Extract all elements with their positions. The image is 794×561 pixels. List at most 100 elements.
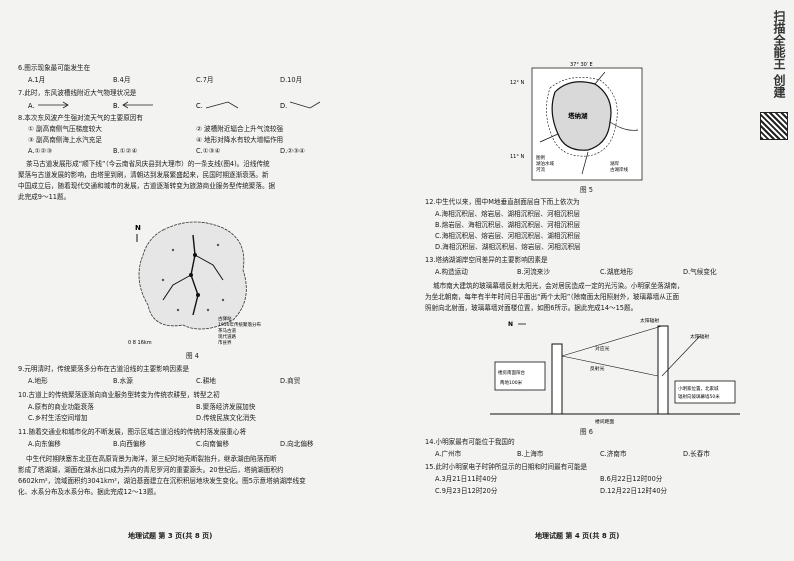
figure-6-diagram: N 楼房南面阳台 两地100米 太阳辐射 对应光 反射光 太阳辐射 小明家位置，… <box>490 317 740 425</box>
q13-opt-d: D.气候变化 <box>683 268 717 276</box>
fig6-left-bldg-label: 楼房南面阳台 <box>498 369 525 376</box>
fig5-caption: 图 5 <box>580 186 593 194</box>
q8-item-4: ④ 地形对降水有较大增幅作用 <box>196 136 284 144</box>
q11-opt-b: B.向西偏移 <box>113 440 146 448</box>
q9-opt-b: B.水源 <box>113 377 133 385</box>
fig5-legend: 图例 湖泊水域 河流 湖岸 古湖岸线 <box>536 154 628 173</box>
svg-text:1950年传统聚落分布: 1950年传统聚落分布 <box>218 321 261 328</box>
fig4-legend: 古驿站 1950年传统聚落分布 茶马古道 现代道路 市县界 <box>218 315 261 346</box>
q14-opt-d: D.长春市 <box>683 450 710 458</box>
q14-opt-c: C.济南市 <box>600 450 627 458</box>
svg-text:B.: B. <box>113 102 120 110</box>
q10-opt-d: D.传统民族文化消失 <box>196 414 256 422</box>
svg-text:湖泊水域: 湖泊水域 <box>536 160 554 167</box>
left-page-footer: 地理试题 第 3 页(共 8 页) <box>128 532 213 540</box>
svg-text:茶马古道: 茶马古道 <box>218 327 236 334</box>
q12-opt-b: B.熔岩层、海相沉积层、湖相沉积层、河相沉积层 <box>435 221 581 229</box>
q7-options-figure: A. B. C. D. <box>28 101 321 110</box>
svg-text:河流: 河流 <box>536 166 545 173</box>
q12-stem: 12.中生代以来，图中M地垂直剖面层自下而上依次为 <box>425 198 580 206</box>
passage2-line-2: 影成了塔湖湖，湖面在湖水出口成为弄内的青尼罗河的重要源头。20世纪后，塔纳湖面积… <box>18 466 284 474</box>
passage1-line-2: 聚落与古道发展的影响，由塔里到刷，清朝达到发展繁盛起来，民国时期逐渐衰落。新 <box>18 171 269 179</box>
q6-stem: 6.图示现象最可能发生在 <box>18 64 91 72</box>
passage1-line-4: 此完成9～11题。 <box>18 193 71 201</box>
fig6-caption: 图 6 <box>580 428 593 436</box>
fig4-north: N <box>135 224 141 232</box>
svg-text:湖岸: 湖岸 <box>610 160 619 167</box>
right-page-footer: 地理试题 第 4 页(共 8 页) <box>535 532 620 540</box>
q11-opt-a: A.向东偏移 <box>28 440 61 448</box>
q6-opt-a: A.1月 <box>28 76 46 84</box>
q8-item-2: ② 波槽附近辐合上升气流较强 <box>196 125 284 133</box>
fig6-dir: N <box>508 321 513 328</box>
figure-5-map: 12° N 11° N 37° 30′ E 塔纳湖 图例 湖泊水域 河流 湖岸 … <box>510 62 643 181</box>
q8-item-3: ③ 副高南侧海上水汽充足 <box>28 136 102 144</box>
q13-opt-c: C.湖底地形 <box>600 268 634 276</box>
fig5-lat-bottom: 11° N <box>510 154 524 160</box>
svg-text:古湖岸线: 古湖岸线 <box>610 166 628 173</box>
q10-opt-a: A.原有的商业功能衰落 <box>28 403 94 411</box>
fig6-info: 小明家位置，北家城 <box>678 385 719 392</box>
q14-stem: 14.小明家最有可能位于我国的 <box>425 438 515 446</box>
q9-stem: 9.元明清时，传统聚落多分布在古道沿线的主要影响因素是 <box>18 365 190 373</box>
q6-opt-c: C.7月 <box>196 76 214 84</box>
svg-text:古驿站: 古驿站 <box>218 315 232 322</box>
q15-opt-c: C.9月23日12时20分 <box>435 487 498 495</box>
fig6-ground: 楼间距面 <box>595 418 614 425</box>
fig5-lat-top: 12° N <box>510 80 524 86</box>
passage1-line-3: 中国成立后，随着现代交通和城市的发展，古道逐渐转变为旅游商业服务型传统聚落。据 <box>18 182 276 190</box>
left-page: 6.图示现象最可能发生在 A.1月 B.4月 C.7月 D.10月 7.此时，东… <box>18 0 388 561</box>
fig6-ray3: 太阳辐射 <box>690 333 709 340</box>
passage3-line-1: 城市南大建筑的玻璃幕墙反射太阳光，会对居民造成一定的光污染。小明家坐落湖南， <box>433 282 684 290</box>
svg-text:A.: A. <box>28 102 35 110</box>
q12-opt-a: A.海相沉积层、熔岩层、湖相沉积层、河相沉积层 <box>435 210 580 218</box>
svg-text:市县界: 市县界 <box>218 339 232 346</box>
q6-opt-b: B.4月 <box>113 76 131 84</box>
passage1-line-1: 茶马古道发展形成“顺下线”（今云南省凤庆县到大理市）的一条支线(图4)。沿线传统 <box>26 160 270 168</box>
passage2-line-1: 中生代时期陕塞东北亚在高原背景为海洋，第三纪时地壳断裂抬升，继承湖由陷落而断 <box>26 455 277 463</box>
svg-text:现代道路: 现代道路 <box>218 333 236 340</box>
qr-code-icon <box>760 112 788 140</box>
fig5-lon: 37° 30′ E <box>570 62 593 68</box>
svg-text:两地100米: 两地100米 <box>500 379 523 386</box>
q15-stem: 15.此时小明家电子时钟所显示的日期和时间最有可能是 <box>425 463 588 471</box>
q13-opt-b: B.河流来沙 <box>517 268 550 276</box>
q8-opt-a: A.①②③ <box>28 147 53 155</box>
q9-opt-a: A.地形 <box>28 377 48 385</box>
q10-opt-b: B.聚落经济发展加快 <box>196 403 256 411</box>
fig6-ray2: 反射光 <box>590 365 605 372</box>
q15-opt-d: D.12月22日12时40分 <box>600 487 668 495</box>
q12-opt-d: D.海相沉积层、湖相沉积层、熔岩层、河相沉积层 <box>435 243 581 251</box>
fig6-sun: 太阳辐射 <box>640 317 659 324</box>
q8-stem: 8.本次东风波产生强对流天气的主要原因有 <box>18 114 143 122</box>
q6-opt-d: D.10月 <box>280 76 303 84</box>
passage2-line-3: 6602km²，流域面积约3041km²，湖泊基面建立在沉积积层地块发生变化。图… <box>18 477 306 485</box>
q14-opt-b: B.上海市 <box>517 450 544 458</box>
svg-text:C.: C. <box>196 102 203 110</box>
q11-opt-d: D.向北偏移 <box>280 440 314 448</box>
q11-stem: 11.随着交通业和城市化的不断发展，图示区域古道沿线的传统村落发展重心将 <box>18 428 247 436</box>
q11-opt-c: C.向南偏移 <box>196 440 230 448</box>
q15-opt-b: B.6月22日12时00分 <box>600 475 663 483</box>
q8-opt-b: B.①②④ <box>113 147 138 155</box>
q8-item-1: ① 副高南侧气压梯度较大 <box>28 125 102 133</box>
passage2-line-4: 化、水系分布及水系分布。据此完成12～13题。 <box>18 488 161 496</box>
q13-opt-a: A.构造运动 <box>435 268 468 276</box>
passage3-line-2: 为坐北朝南，每年有半年时间日平面出“两个太阳”（除南面太阳照射外，玻璃幕墙从正面 <box>425 293 680 301</box>
svg-text:辐射向玻璃幕墙50米: 辐射向玻璃幕墙50米 <box>678 393 720 400</box>
q8-opt-d: D.②③④ <box>280 147 305 155</box>
fig6-home-building <box>657 325 669 415</box>
q13-stem: 13.塔纳湖湖岸空间差异的主要影响因素是 <box>425 256 548 264</box>
figure-4-map: N 0 8 16km 古驿站 1950年传统聚落分布 茶马古道 现代道路 市县界 <box>128 221 261 346</box>
q8-opt-c: C.①③④ <box>196 147 221 155</box>
fig6-glass-wall <box>551 343 563 415</box>
svg-text:D.: D. <box>280 102 287 110</box>
q12-opt-c: C.海相沉积层、熔岩层、河相沉积层、湖相沉积层 <box>435 232 581 240</box>
fig5-lake-label: 塔纳湖 <box>568 111 588 120</box>
scanner-watermark: 扫描全能王 创建 <box>772 10 786 99</box>
svg-text:图例: 图例 <box>536 154 545 161</box>
q10-stem: 10.古道上的传统聚落逐渐向商业服务型转变为传统农耕型，转型之初 <box>18 391 220 399</box>
fig4-scale: 0 8 16km <box>128 340 152 346</box>
q9-opt-d: D.商贸 <box>280 377 301 385</box>
fig6-ray1: 对应光 <box>595 345 610 352</box>
